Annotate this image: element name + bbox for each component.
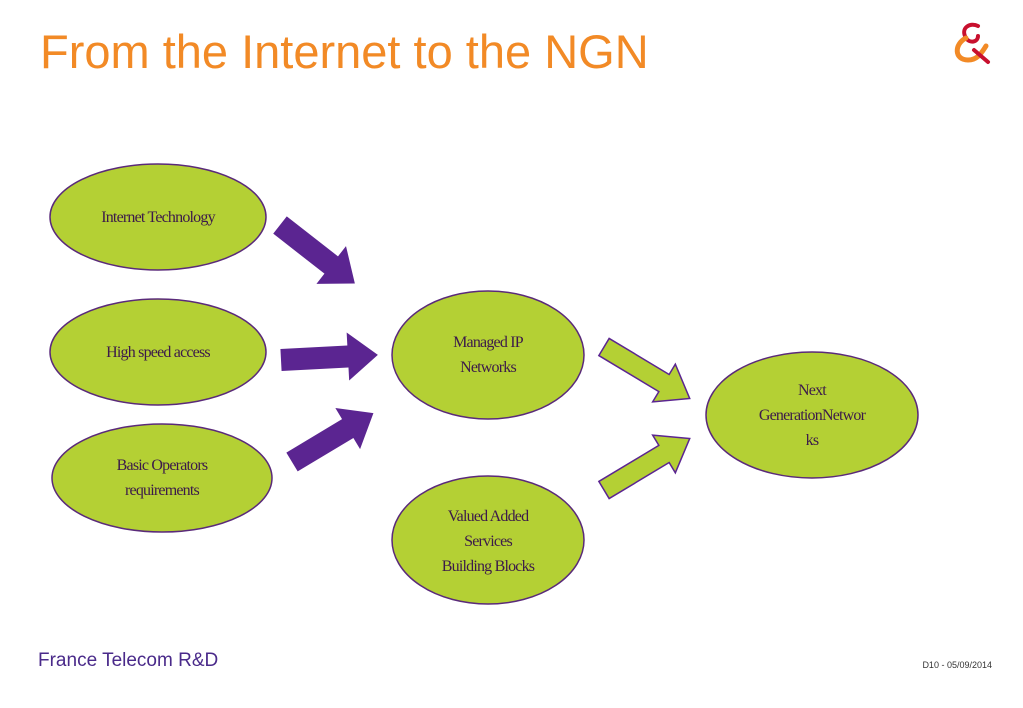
footer-company: France Telecom R&D	[38, 650, 219, 671]
arrow-basic-to-managed-ip	[286, 407, 374, 472]
node-value-added	[391, 475, 585, 605]
arrow-value-added-to-ngn	[597, 434, 691, 500]
node-high-speed-access	[49, 298, 267, 406]
slide-title: From the Internet to the NGN	[40, 25, 649, 78]
node-internet-technology	[49, 163, 267, 271]
node-managed-ip	[391, 290, 585, 420]
footer-slide-ref: D10 - 05/09/2014	[922, 660, 992, 670]
node-basic-operators	[51, 423, 273, 533]
arrow-highspeed-to-managed-ip	[280, 332, 378, 381]
ampersand-logo-icon	[954, 22, 990, 64]
node-ngn	[705, 351, 919, 479]
arrow-internet-to-managed-ip	[273, 216, 355, 284]
arrow-managed-ip-to-ngn	[597, 337, 691, 403]
